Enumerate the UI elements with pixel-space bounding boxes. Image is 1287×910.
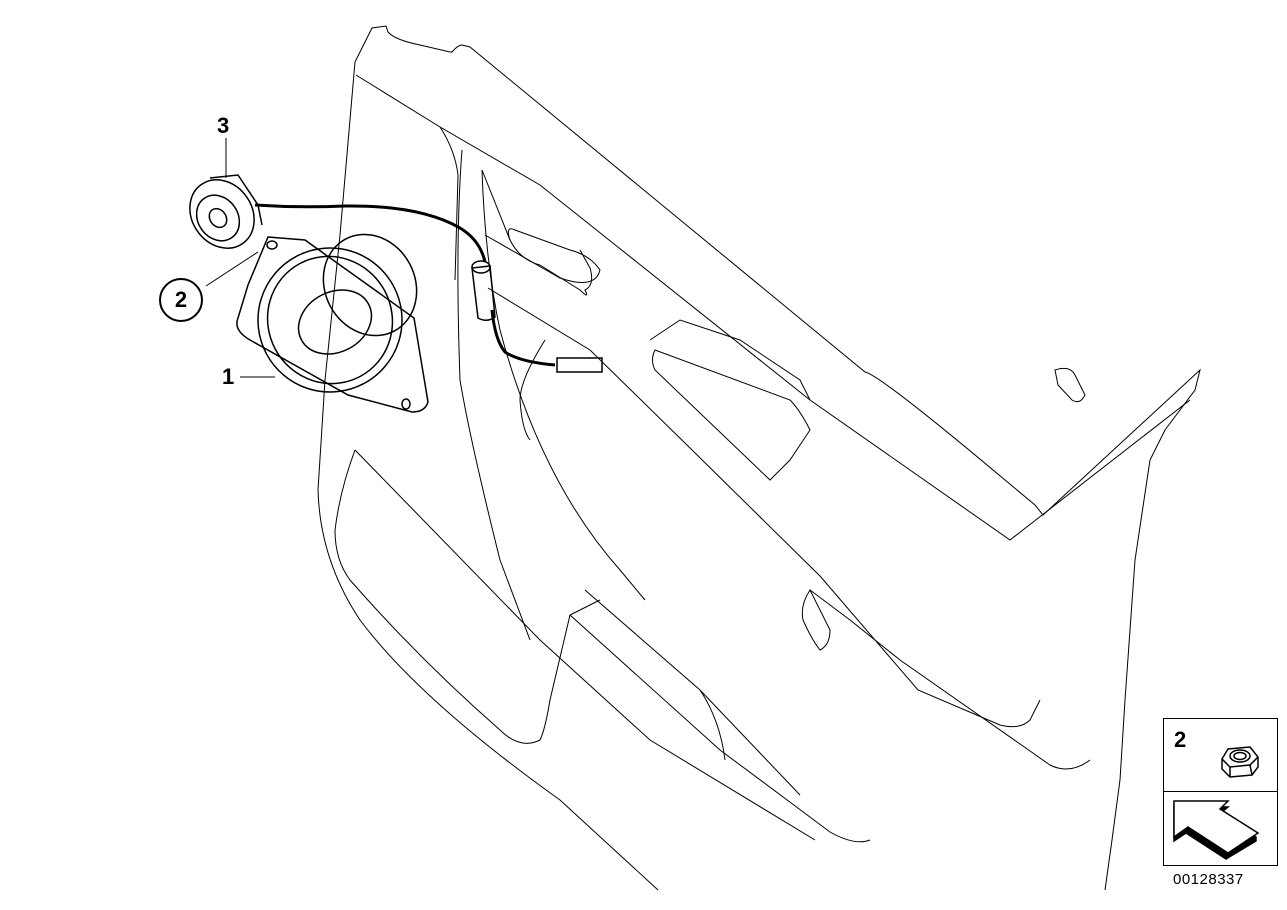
callout-leaders (205, 138, 275, 378)
view-direction-arrow-icon (1173, 800, 1260, 860)
callout-1: 1 (222, 364, 235, 389)
tweeter-cable (254, 203, 556, 367)
legend-item-number: 2 (1174, 727, 1187, 752)
callout-2-circled: 2 (159, 278, 203, 322)
diagram-id: 00128337 (1173, 871, 1244, 888)
tweeter-part-3 (189, 174, 263, 249)
legend-hardware-cell: 2 (1164, 719, 1277, 792)
door-trim-outline (317, 25, 1201, 891)
callout-3: 3 (217, 113, 230, 138)
door-pocket-outline (334, 319, 1091, 843)
parts-legend-box: 2 (1163, 718, 1278, 866)
cable-connector (556, 357, 603, 373)
cable-ferrite-filter (471, 260, 496, 321)
hex-nut-icon (1221, 746, 1259, 778)
loudspeaker-part-1 (236, 233, 429, 413)
